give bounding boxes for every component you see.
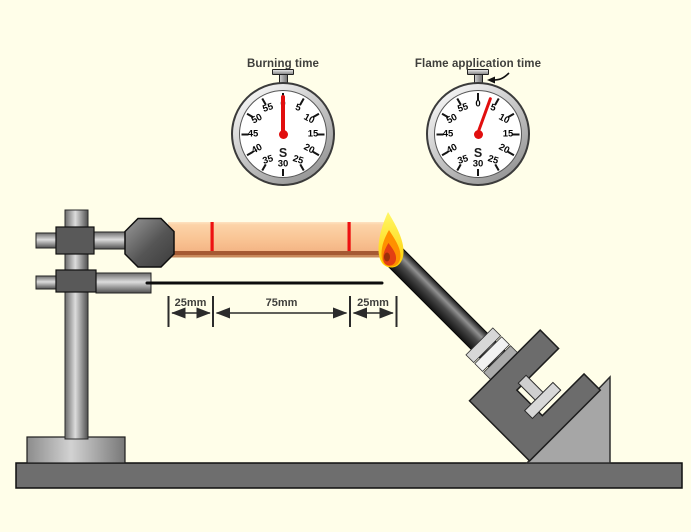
- specimen-bar: [168, 222, 391, 258]
- dial-number: 5: [293, 101, 303, 115]
- dial-number: 35: [456, 153, 470, 167]
- needle-hub: [278, 129, 288, 139]
- burner-body-bracket: [468, 329, 602, 462]
- lower-clamp-boss: [55, 269, 97, 293]
- specimen-body: [168, 222, 391, 251]
- upper-clamp-boss: [55, 226, 95, 255]
- upper-clamp-stub: [35, 232, 57, 249]
- gas-valve-handle[interactable]: [523, 381, 562, 420]
- dial-number: 50: [249, 111, 265, 127]
- dimension-label: 25mm: [357, 297, 389, 309]
- dial-number: 30: [472, 158, 484, 170]
- dial-number: 50: [444, 111, 460, 127]
- dial-number: 55: [456, 101, 470, 115]
- specimen-bottom-edge: [168, 255, 391, 258]
- dimension-annotation: 25mm 75mm 25mm: [167, 296, 398, 327]
- bench-base: [15, 462, 683, 489]
- crown-cap[interactable]: [467, 69, 489, 75]
- retort-stand: [26, 209, 152, 464]
- dial-number: 15: [502, 128, 514, 140]
- dial-number: 55: [261, 101, 275, 115]
- dimension-label: 75mm: [266, 297, 298, 309]
- upper-clamp-rod: [93, 231, 130, 250]
- dial-number: 45: [247, 128, 259, 140]
- dial-number: 40: [444, 141, 460, 157]
- burner-collar-ring: [474, 336, 511, 373]
- stand-foot: [26, 436, 126, 464]
- gauge-mark-100mm: [347, 222, 351, 251]
- flame-core: [384, 252, 390, 262]
- dial-number: 45: [442, 128, 454, 140]
- lower-clamp-rod: [95, 272, 152, 294]
- gauge-mark-25mm: [210, 222, 214, 251]
- seconds-unit-label: S: [473, 146, 483, 160]
- stopwatch-label: Flame application time: [414, 58, 542, 70]
- dial-number: 35: [261, 153, 275, 167]
- dimension-label: 25mm: [175, 297, 207, 309]
- stopwatch-label: Burning time: [246, 58, 320, 70]
- dial-number: 0: [475, 98, 481, 110]
- specimen-shadow-edge: [168, 251, 391, 255]
- dial-number: 15: [307, 128, 319, 140]
- flame: [378, 212, 404, 268]
- dial-number: 40: [249, 141, 265, 157]
- crown-cap[interactable]: [272, 69, 294, 75]
- dial-tick: [282, 168, 284, 176]
- stopwatch-needle: [281, 95, 285, 134]
- burner-collar-ring: [465, 327, 502, 364]
- specimen-clamp-jaw: [124, 217, 175, 268]
- dial-number: 25: [486, 153, 500, 167]
- dial-number: 25: [291, 153, 305, 167]
- seconds-unit-label: S: [278, 146, 288, 160]
- stand-pole: [64, 209, 89, 440]
- lower-clamp-stub: [35, 275, 57, 290]
- crown-press-arrow-icon: [487, 72, 510, 84]
- dial-number: 30: [277, 158, 289, 170]
- needle-hub: [473, 129, 483, 139]
- bunsen-burner[interactable]: [354, 215, 602, 462]
- dial-tick: [477, 168, 479, 176]
- dial-tick: [477, 92, 479, 100]
